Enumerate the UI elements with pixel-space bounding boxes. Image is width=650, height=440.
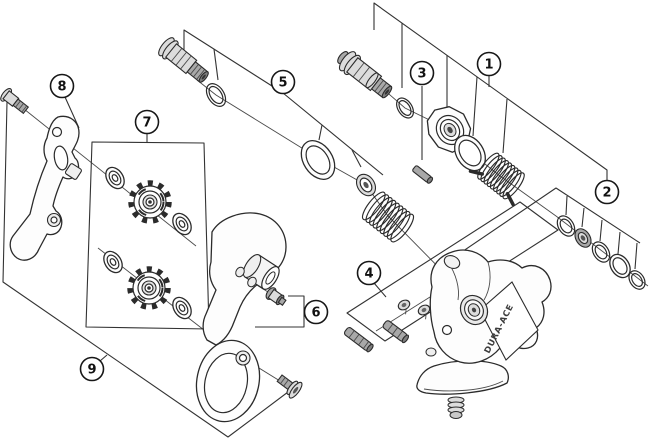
cage-stopper-bolt	[265, 287, 287, 306]
pulley-lower	[127, 266, 171, 310]
bracket-group-2	[446, 187, 641, 270]
callout-8: 8	[49, 73, 75, 99]
callout-5: 5	[270, 69, 296, 95]
adjusting-screws	[343, 299, 431, 353]
svg-text:9: 9	[87, 363, 96, 378]
dust-cap	[172, 296, 192, 320]
cage-pivot-bolt	[158, 37, 209, 83]
pulley-upper	[128, 180, 172, 224]
svg-text:7: 7	[142, 116, 151, 131]
inner-plate	[195, 212, 287, 423]
callout-7: 7	[134, 109, 160, 135]
bracket-group-9	[2, 101, 293, 438]
pulley-fixing-bolt	[276, 374, 303, 399]
svg-text:1: 1	[484, 58, 493, 73]
callout-3: 3	[409, 60, 435, 86]
callout-2: 2	[594, 179, 620, 205]
svg-text:3: 3	[417, 67, 426, 82]
bracket-group-1	[373, 2, 608, 181]
axis-lines	[23, 61, 649, 382]
dust-cap	[103, 250, 123, 274]
cage-tension-spring	[361, 191, 415, 243]
o-ring	[396, 97, 414, 119]
bushing	[355, 173, 377, 197]
svg-text:2: 2	[602, 186, 611, 201]
outer-plate-bolt	[0, 88, 30, 115]
svg-text:8: 8	[57, 80, 66, 95]
svg-text:6: 6	[311, 306, 320, 321]
stopper-pin	[412, 165, 434, 184]
callout-4: 4	[356, 260, 382, 286]
adjusting-washers	[556, 215, 646, 290]
axle-bolt	[337, 51, 393, 99]
cage-seal-ring	[300, 140, 336, 180]
callout-9: 9	[79, 356, 105, 382]
dust-cap	[172, 212, 192, 236]
callout-6: 6	[303, 299, 329, 325]
bracket-group-5	[183, 29, 384, 176]
seal-ring	[454, 134, 486, 172]
outer-plate	[9, 115, 82, 261]
derailleur-body: DURA-ACE	[416, 249, 552, 419]
b-tension-spring	[468, 152, 525, 207]
adjust-screw-box	[346, 201, 559, 342]
cable-adjust-barrel	[447, 396, 465, 419]
callout-1: 1	[476, 51, 502, 77]
o-ring	[205, 83, 227, 107]
bracket-group-4	[373, 282, 387, 298]
dust-cap	[105, 166, 125, 190]
svg-text:5: 5	[278, 76, 287, 91]
svg-text:4: 4	[364, 267, 373, 282]
